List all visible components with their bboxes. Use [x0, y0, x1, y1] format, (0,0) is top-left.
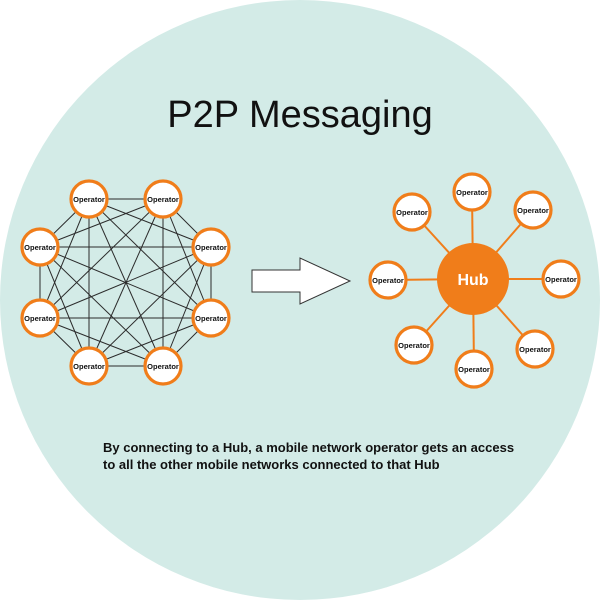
- operator-label: Operator: [24, 314, 56, 323]
- mesh-connection-line: [162, 198, 212, 319]
- mesh-operator-node: Operator: [69, 346, 109, 386]
- operator-node-circle: [515, 329, 555, 369]
- mesh-operator-node: Operator: [69, 179, 109, 219]
- mesh-operator-node: Operator: [191, 298, 231, 338]
- hub-operator-node: Operator: [454, 349, 494, 389]
- operator-label: Operator: [372, 276, 404, 285]
- mesh-connection-line: [88, 198, 212, 248]
- operator-label: Operator: [517, 206, 549, 215]
- mesh-connections: [39, 198, 212, 367]
- mesh-connection-line: [88, 317, 212, 367]
- page-title: P2P Messaging: [167, 94, 432, 136]
- operator-node-circle: [394, 325, 434, 365]
- caption-line-1: By connecting to a Hub, a mobile network…: [103, 440, 514, 455]
- operator-node-circle: [513, 190, 553, 230]
- hub-node: [437, 243, 509, 315]
- operator-node-circle: [191, 298, 231, 338]
- operator-node-circle: [454, 349, 494, 389]
- mesh-operator-node: Operator: [20, 298, 60, 338]
- operator-label: Operator: [147, 362, 179, 371]
- operator-label: Operator: [195, 314, 227, 323]
- operator-node-circle: [20, 227, 60, 267]
- mesh-connection-line: [39, 198, 164, 248]
- mesh-connection-line: [39, 198, 90, 319]
- operator-node-circle: [541, 259, 581, 299]
- operator-label: Operator: [398, 341, 430, 350]
- mesh-connection-line: [162, 246, 212, 367]
- hub-operator-node: Operator: [452, 172, 492, 212]
- hub-operator-node: Operator: [541, 259, 581, 299]
- operator-label: Operator: [73, 362, 105, 371]
- hub-network: OperatorOperatorOperatorOperatorOperator…: [368, 172, 581, 389]
- hub-operator-node: Operator: [392, 192, 432, 232]
- operator-node-circle: [191, 227, 231, 267]
- operator-node-circle: [69, 179, 109, 219]
- mesh-operator-node: Operator: [143, 179, 183, 219]
- hub-operator-node: Operator: [394, 325, 434, 365]
- operator-label: Operator: [73, 195, 105, 204]
- operator-node-circle: [20, 298, 60, 338]
- operator-node-circle: [392, 192, 432, 232]
- hub-operator-node: Operator: [513, 190, 553, 230]
- operator-label: Operator: [24, 243, 56, 252]
- hub-label: Hub: [457, 272, 488, 289]
- mesh-connection-line: [39, 198, 164, 319]
- operator-label: Operator: [396, 208, 428, 217]
- mesh-connection-line: [88, 246, 212, 367]
- hub-operator-node: Operator: [515, 329, 555, 369]
- mesh-connection-line: [39, 246, 212, 319]
- operator-label: Operator: [458, 365, 490, 374]
- mesh-operator-node: Operator: [191, 227, 231, 267]
- operator-label: Operator: [456, 188, 488, 197]
- mesh-connection-line: [39, 246, 164, 367]
- operator-node-circle: [143, 346, 183, 386]
- operator-label: Operator: [545, 275, 577, 284]
- mesh-connection-line: [39, 246, 90, 367]
- operator-node-circle: [143, 179, 183, 219]
- caption-line-2: to all the other mobile networks connect…: [103, 457, 440, 472]
- operator-node-circle: [452, 172, 492, 212]
- operator-label: Operator: [195, 243, 227, 252]
- operator-label: Operator: [519, 345, 551, 354]
- operator-label: Operator: [147, 195, 179, 204]
- hub-operator-node: Operator: [368, 260, 408, 300]
- mesh-operator-node: Operator: [20, 227, 60, 267]
- hub-operators: OperatorOperatorOperatorOperatorOperator…: [368, 172, 581, 389]
- operator-node-circle: [69, 346, 109, 386]
- operator-node-circle: [368, 260, 408, 300]
- mesh-operator-node: Operator: [143, 346, 183, 386]
- right-arrow-icon: [251, 257, 352, 305]
- mesh-connection-line: [39, 317, 164, 367]
